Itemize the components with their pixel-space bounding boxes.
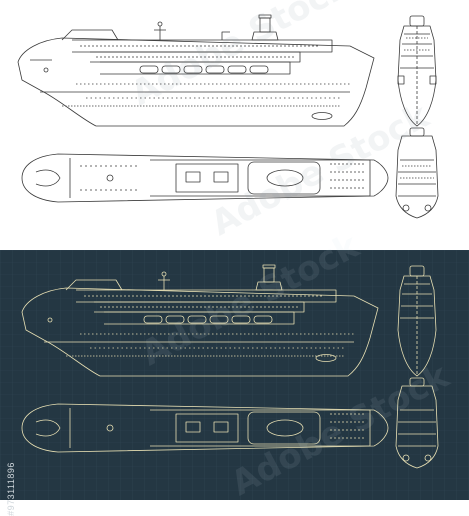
ship-bow-front-view — [397, 265, 437, 377]
grid-background — [0, 250, 469, 500]
ship-stern-rear-view — [395, 127, 439, 219]
ship-top-plan-view — [21, 403, 389, 453]
dark-blueprint-panel: Adobe Stock Adobe Stock — [0, 226, 469, 504]
dark-blueprint-drawing — [0, 250, 469, 500]
ship-side-profile — [21, 264, 379, 377]
light-blueprint-drawing — [17, 14, 439, 219]
ship-bow-front-view — [397, 15, 437, 127]
lifeboats-row — [143, 315, 273, 324]
ship-top-plan-view — [21, 153, 389, 203]
ship-stern-rear-view — [395, 377, 439, 469]
light-blueprint-panel: Adobe Stock Adobe Stock — [0, 0, 469, 250]
ship-side-profile — [17, 14, 375, 127]
lifeboats-row — [139, 65, 269, 74]
